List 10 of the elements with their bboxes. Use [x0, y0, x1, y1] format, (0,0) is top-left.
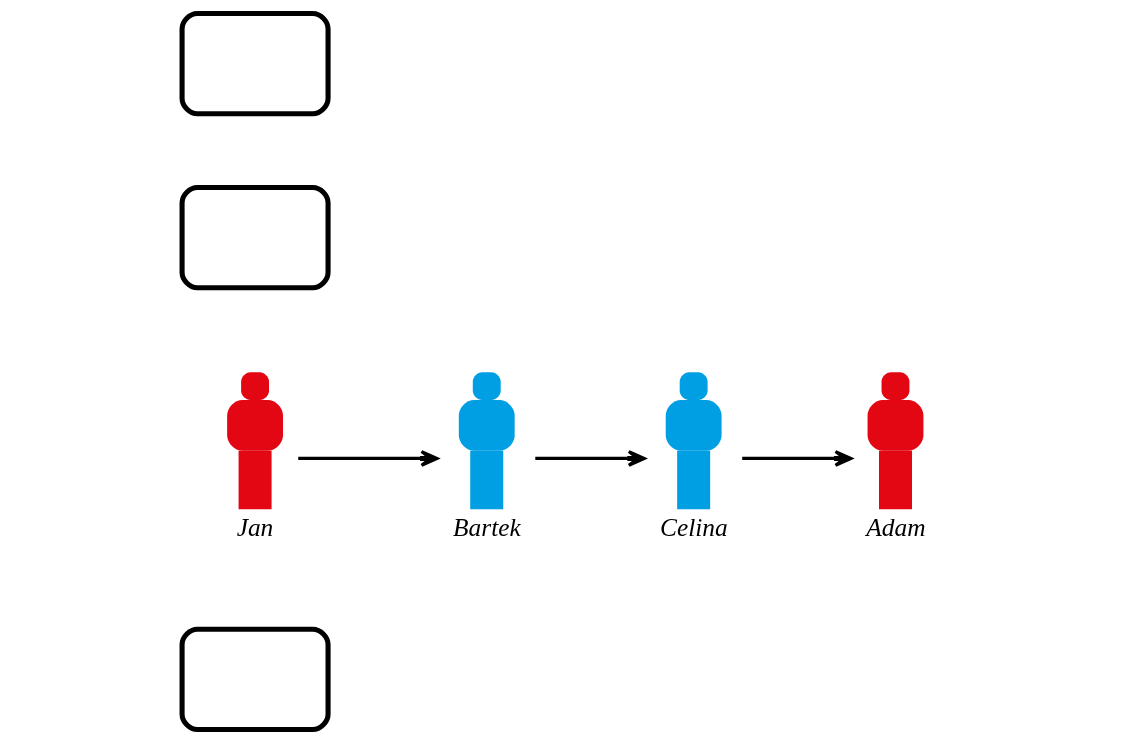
arrow: [741, 450, 852, 467]
node-envelope: [179, 626, 331, 732]
node-envelope: [179, 11, 331, 117]
node-label: Adam: [865, 512, 925, 541]
arrow: [297, 450, 438, 467]
node-label: Celina: [659, 512, 728, 541]
node-label: Jan: [236, 512, 273, 541]
node-label: Bartek: [452, 512, 521, 541]
node-envelope: [179, 184, 331, 291]
arrow: [534, 450, 646, 467]
